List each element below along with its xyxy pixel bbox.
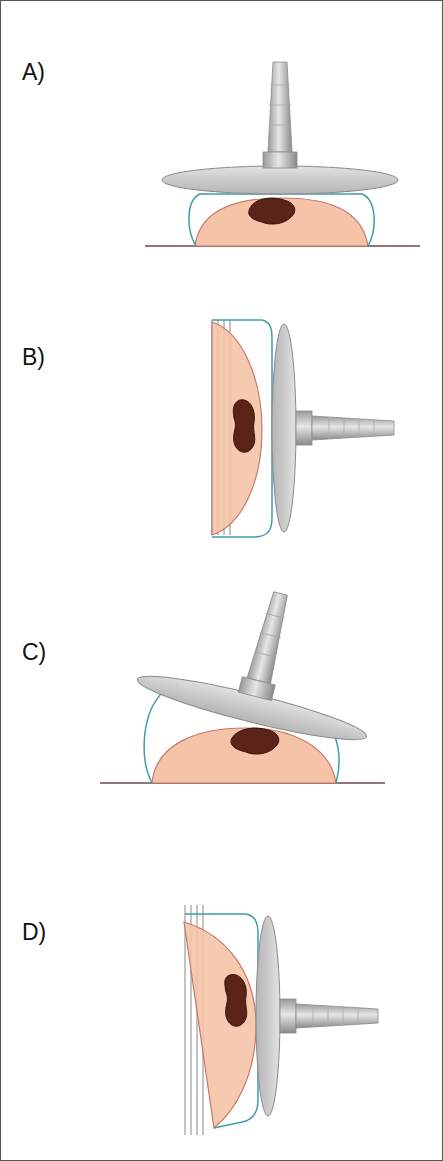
panel-label: A) [22, 60, 45, 85]
panel-label: D) [22, 920, 46, 945]
panel-c-illustration [100, 565, 395, 783]
panel-label: B) [22, 345, 45, 370]
panel-d-illustration [184, 905, 378, 1135]
panel-label: C) [22, 640, 46, 665]
panel-a-illustration [145, 62, 420, 246]
panel-b-illustration [212, 320, 394, 537]
